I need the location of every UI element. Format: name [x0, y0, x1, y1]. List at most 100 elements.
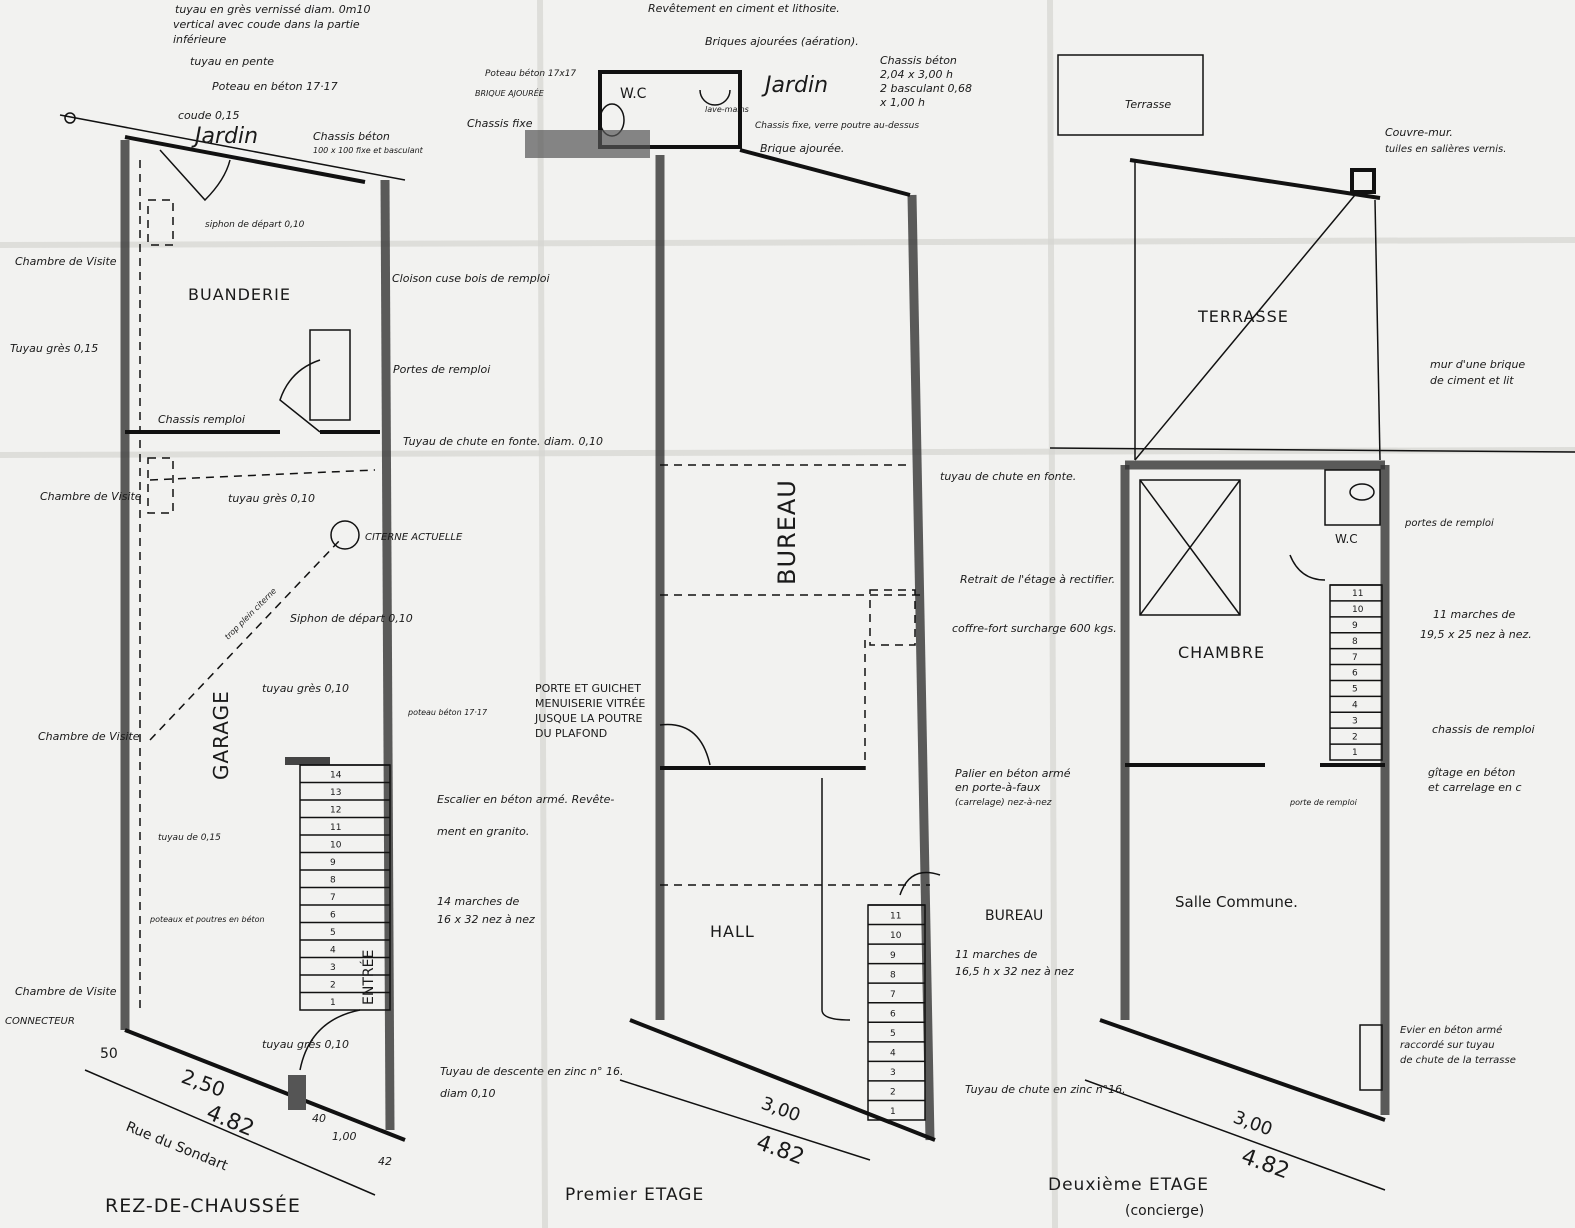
plan-subtitle-second-floor: (concierge)	[1125, 1203, 1204, 1219]
room-label-chambre: CHAMBRE	[1178, 643, 1265, 662]
stair-number: 3	[330, 963, 336, 973]
stair-number: 1	[890, 1107, 896, 1117]
dimension: 1,00	[332, 1130, 357, 1143]
plan-title-first-floor: Premier ETAGE	[565, 1185, 704, 1205]
stair-number: 7	[330, 893, 336, 903]
stair-number: 9	[330, 858, 336, 868]
note: Palier en béton armé	[955, 767, 1071, 780]
room-label-garden: Jardin	[191, 124, 258, 149]
note: 19,5 x 25 nez à nez.	[1420, 628, 1532, 641]
stair-number: 2	[890, 1088, 896, 1098]
plan-title-second-floor: Deuxième ETAGE	[1048, 1175, 1209, 1195]
terrace-roof	[1057, 54, 1204, 136]
wc-room	[1324, 469, 1381, 526]
stair-number: 5	[1352, 685, 1358, 695]
room-label-wc: W.C	[620, 86, 647, 102]
note: lave-mains	[705, 105, 749, 114]
wall-right	[380, 179, 395, 1131]
dimension: 3,00	[758, 1093, 803, 1126]
stair-number: 5	[890, 1029, 896, 1039]
paper-fold	[1047, 0, 1058, 1228]
note: Brique ajourée.	[760, 142, 844, 155]
drain-pipe	[149, 539, 341, 741]
stair-number: 13	[330, 788, 341, 798]
stair-number: 2	[330, 980, 336, 990]
parapet-wall	[1129, 158, 1381, 200]
note: CITERNE ACTUELLE	[365, 532, 463, 543]
note: x 1,00 h	[879, 96, 925, 109]
note: tuyau en pente	[190, 55, 274, 68]
note: diam 0,10	[440, 1087, 495, 1100]
cistern	[330, 520, 360, 550]
note: gîtage en béton	[1428, 766, 1515, 779]
note: 2,04 x 3,00 h	[880, 68, 953, 81]
note: vertical avec coude dans la partie	[173, 18, 360, 31]
room-label-bureau: BUREAU	[773, 479, 801, 585]
entry-label: ENTRÉE	[360, 950, 377, 1005]
note: 16 x 32 nez à nez	[437, 913, 535, 926]
note: tuyau en grès vernissé diam. 0m10	[175, 3, 371, 16]
note: mur d'une brique	[1430, 358, 1525, 371]
stair-number: 4	[1352, 701, 1358, 711]
dimension: 4.82	[203, 1100, 258, 1142]
dimension-line	[84, 1069, 376, 1196]
stair-number: 12	[330, 805, 341, 815]
note: MENUISERIE VITRÉE	[535, 697, 645, 710]
dimension: 42	[378, 1155, 392, 1168]
note: Briques ajourées (aération).	[705, 35, 859, 48]
stair-number: 10	[330, 840, 342, 850]
note: siphon de départ 0,10	[205, 219, 305, 230]
note: tuyau de chute en fonte.	[940, 470, 1076, 483]
inspection-chamber	[147, 457, 174, 514]
note: 11 marches de	[955, 948, 1037, 961]
wall-street	[1099, 1018, 1386, 1122]
note: de chute de la terrasse	[1400, 1055, 1516, 1066]
note: 11 marches de	[1433, 608, 1515, 621]
note: Cloison cuse bois de remploi	[392, 272, 550, 285]
stair-number: 11	[330, 823, 341, 833]
note: PORTE ET GUICHET	[535, 682, 641, 695]
note: Evier en béton armé	[1400, 1024, 1502, 1036]
skylight-cross	[1139, 479, 1241, 616]
entry-door-swing	[299, 1009, 361, 1071]
stair-number: 2	[1352, 732, 1358, 742]
beam	[285, 757, 330, 765]
note: de ciment et lit	[1430, 374, 1514, 387]
note: 2 basculant 0,68	[880, 82, 972, 95]
room-label-garden: Jardin	[761, 73, 828, 98]
note: Chassis fixe, verre poutre au-dessus	[755, 121, 919, 131]
stair-number: 8	[890, 970, 896, 980]
stair-number: 1	[330, 998, 336, 1008]
room-label-garage: GARAGE	[209, 690, 233, 780]
room-label-terrace-small: Terrasse	[1125, 98, 1171, 111]
stair-number: 8	[1352, 637, 1358, 647]
note: Poteau béton 17x17	[485, 68, 576, 79]
stair-number: 6	[1352, 669, 1358, 679]
note: Chassis fixe	[467, 117, 533, 130]
room-label-wc: W.C	[1335, 532, 1358, 546]
stair-number: 11	[1352, 589, 1363, 599]
wall-garden	[739, 148, 911, 197]
stair-number: 8	[330, 875, 336, 885]
note: chassis de remploi	[1432, 723, 1535, 736]
paper-fold	[537, 0, 548, 1228]
note: 100 x 100 fixe et basculant	[313, 146, 424, 155]
note: inférieure	[173, 33, 227, 46]
post	[288, 1075, 306, 1110]
note: (carrelage) nez-à-nez	[955, 798, 1052, 808]
door-swing	[1289, 554, 1326, 581]
note: 14 marches de	[437, 895, 519, 908]
toilet-icon	[1349, 483, 1375, 501]
stair-number: 4	[330, 945, 336, 955]
plan-title-ground-floor: REZ-DE-CHAUSSÉE	[105, 1194, 301, 1217]
dimension: 50	[100, 1046, 118, 1062]
note: DU PLAFOND	[535, 727, 607, 740]
fold-line	[1049, 447, 1575, 453]
wall-street	[124, 1028, 406, 1142]
wc-annex	[598, 70, 742, 149]
note: Tuyau de chute en zinc n°16.	[965, 1083, 1126, 1096]
